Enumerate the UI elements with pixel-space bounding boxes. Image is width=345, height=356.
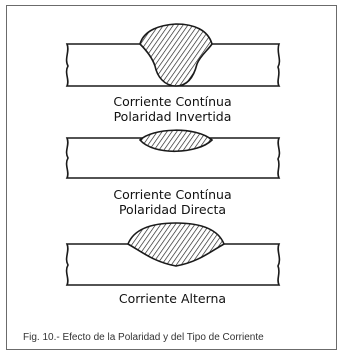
figure-caption: Fig. 10.- Efecto de la Polaridad y del T… xyxy=(23,332,264,343)
base-plate xyxy=(65,137,281,179)
panel-label-dc-direct: Corriente Contínua Polaridad Directa xyxy=(0,187,345,217)
weld-section-dc-direct xyxy=(65,129,281,179)
panel-label-dc-reverse: Corriente Contínua Polaridad Invertida xyxy=(0,94,345,124)
weld-bead xyxy=(126,222,226,267)
panel-label-line2: Polaridad Directa xyxy=(118,202,227,217)
panel-label-line1: Corriente Contínua xyxy=(113,187,232,202)
panel-label-line1: Corriente Alterna xyxy=(118,291,227,306)
panel-label-line2: Polaridad Invertida xyxy=(113,109,232,124)
weld-section-ac xyxy=(65,222,281,286)
panel-label-ac: Corriente Alterna xyxy=(0,291,345,306)
panel-label-line1: Corriente Contínua xyxy=(113,94,232,109)
weld-bead xyxy=(139,23,213,87)
weld-bead xyxy=(138,129,214,153)
weld-section-dc-reverse xyxy=(65,23,281,87)
